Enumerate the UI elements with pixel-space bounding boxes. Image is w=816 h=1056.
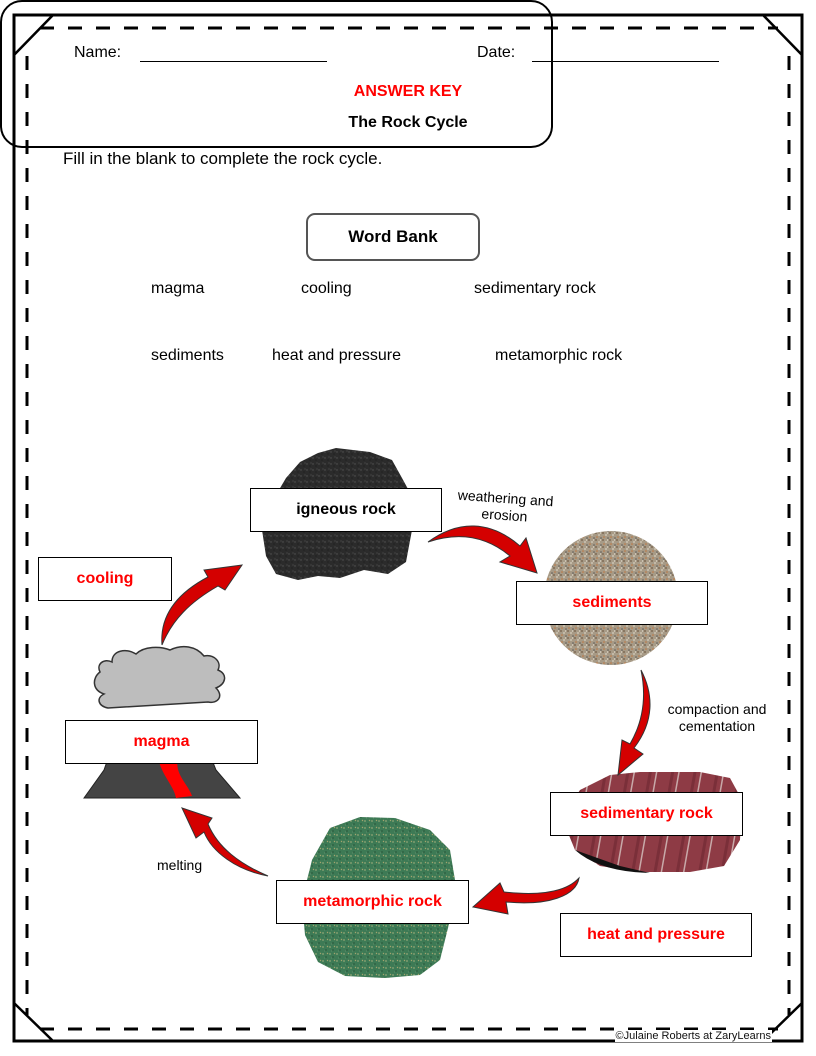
process-text: cementation — [678, 718, 756, 734]
corner-cut-top-right — [762, 14, 803, 56]
word-bank — [0, 0, 553, 148]
word-bank-item: sedimentary rock — [474, 280, 596, 297]
process-text: compaction and — [667, 701, 767, 717]
word-bank-item: heat and pressure — [272, 347, 401, 364]
page-title: The Rock Cycle — [348, 114, 468, 131]
arrow-igneous-to-sediments — [427, 525, 538, 574]
copyright-notice: ©Julaine Roberts at ZaryLearns — [614, 1030, 772, 1042]
word-bank-item: sediments — [151, 347, 224, 364]
arrow-sedimentary-to-metamorphic — [471, 876, 580, 915]
answer-heat-and-pressure[interactable]: heat and pressure — [560, 913, 752, 957]
word-bank-item: cooling — [301, 280, 352, 297]
stage-igneous-rock: igneous rock — [250, 488, 442, 532]
answer-sedimentary-rock[interactable]: sedimentary rock — [550, 792, 743, 836]
arrow-sediments-to-sedimentary — [617, 669, 651, 777]
answer-metamorphic-rock[interactable]: metamorphic rock — [276, 880, 469, 924]
process-melting: melting — [157, 857, 203, 873]
arrow-cooling-to-igneous — [161, 564, 244, 646]
answer-key-label: ANSWER KEY — [353, 83, 463, 100]
name-label: Name: — [74, 44, 122, 61]
instructions: Fill in the blank to complete the rock c… — [63, 149, 383, 168]
arrow-metamorphic-to-magma — [181, 807, 269, 877]
dashed-inner-border — [25, 26, 791, 1031]
answer-magma[interactable]: magma — [65, 720, 258, 764]
process-compaction-cementation: compaction and cementation — [658, 701, 776, 735]
word-bank-title: Word Bank — [306, 213, 480, 261]
answer-cooling[interactable]: cooling — [38, 557, 172, 601]
date-label: Date: — [477, 44, 516, 61]
answer-sediments[interactable]: sediments — [516, 581, 708, 625]
word-bank-item: magma — [151, 280, 205, 297]
corner-cut-bottom-left — [13, 1002, 54, 1042]
word-bank-item: metamorphic rock — [495, 347, 623, 364]
name-field[interactable] — [140, 61, 327, 62]
corner-cut-top-left — [13, 14, 54, 56]
date-field[interactable] — [532, 61, 719, 62]
